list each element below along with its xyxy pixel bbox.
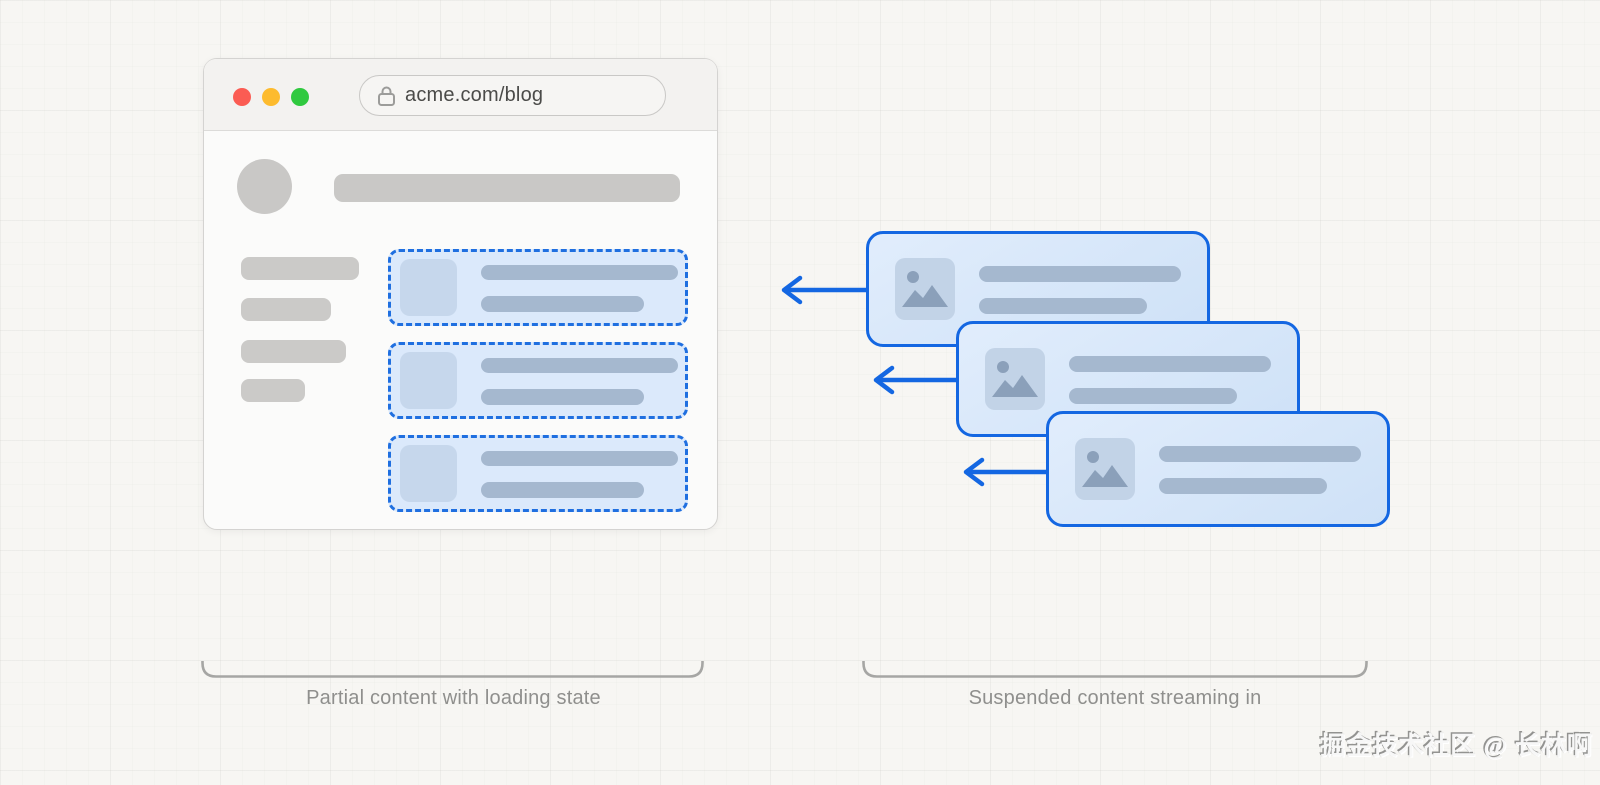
watermark: 掘金技术社区 @ 长林啊: [1320, 733, 1593, 760]
thumbnail-skeleton: [400, 259, 457, 316]
image-placeholder: [1075, 438, 1135, 500]
thumbnail-skeleton: [400, 352, 457, 409]
loading-card: [388, 342, 688, 419]
streaming-card: [1046, 411, 1390, 527]
header-bar-skeleton: [334, 174, 680, 202]
text-line-skeleton: [979, 266, 1181, 282]
image-icon: [992, 361, 1038, 397]
lock-icon: [378, 86, 395, 106]
stream-arrow-icon: [963, 457, 1050, 487]
loading-card: [388, 249, 688, 326]
stream-arrow-icon: [873, 365, 960, 395]
text-line-skeleton: [481, 451, 678, 466]
thumbnail-skeleton: [400, 445, 457, 502]
text-line-skeleton: [481, 265, 678, 280]
right-bracket: [862, 661, 1368, 678]
stream-arrow-icon: [781, 275, 868, 305]
image-icon: [1082, 451, 1128, 487]
minimize-traffic-light-icon: [262, 88, 280, 106]
right-caption: Suspended content streaming in: [968, 687, 1262, 709]
image-placeholder: [895, 258, 955, 320]
nav-skeleton-bar: [241, 298, 331, 321]
left-caption: Partial content with loading state: [306, 687, 601, 709]
nav-skeleton-bar: [241, 340, 346, 363]
browser-titlebar: acme.com/blog: [204, 59, 717, 131]
text-line-skeleton: [481, 358, 678, 373]
image-icon: [902, 271, 948, 307]
loading-card: [388, 435, 688, 512]
streaming-card: [866, 231, 1210, 347]
text-line-skeleton: [481, 389, 644, 405]
text-line-skeleton: [1159, 446, 1361, 462]
nav-skeleton-bar: [241, 379, 305, 402]
text-line-skeleton: [1159, 478, 1327, 494]
close-traffic-light-icon: [233, 88, 251, 106]
text-line-skeleton: [481, 482, 644, 498]
text-line-skeleton: [1069, 388, 1237, 404]
url-bar: acme.com/blog: [359, 75, 666, 116]
zoom-traffic-light-icon: [291, 88, 309, 106]
browser-window: acme.com/blog: [203, 58, 718, 530]
left-bracket: [201, 661, 704, 678]
url-text: acme.com/blog: [405, 84, 544, 106]
avatar-skeleton: [237, 159, 292, 214]
nav-skeleton-bar: [241, 257, 359, 280]
text-line-skeleton: [481, 296, 644, 312]
traffic-lights: [233, 88, 309, 106]
image-placeholder: [985, 348, 1045, 410]
text-line-skeleton: [979, 298, 1147, 314]
text-line-skeleton: [1069, 356, 1271, 372]
